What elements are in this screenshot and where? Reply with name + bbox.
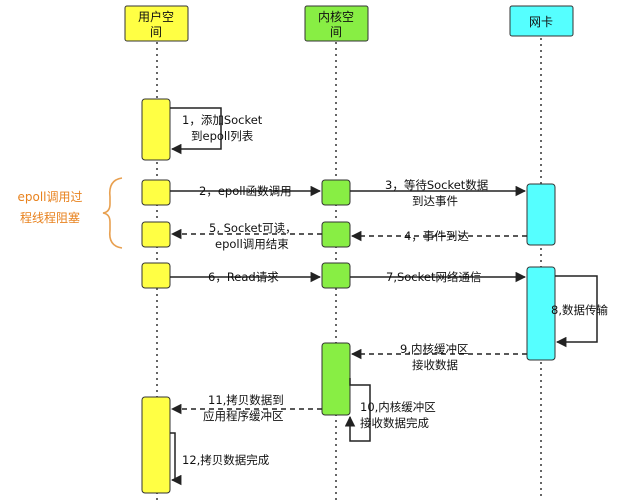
- kernel-lane-title-line2: 间: [330, 25, 342, 39]
- label-3-line1: 3，等待Socket数据: [385, 178, 489, 192]
- label-10-line2: 接收数据完成: [360, 416, 429, 430]
- label-7: 7,Socket网络通信: [386, 270, 481, 284]
- svg-text:3，等待Socket数据到达事件: 3，等待Socket数据到达事件: [385, 178, 489, 208]
- nic-lane-header: [509, 5, 574, 37]
- user-lane-title-line2: 间: [150, 25, 162, 39]
- kernel-activation-2: [321, 221, 351, 248]
- nic-activation-1: [526, 183, 556, 246]
- kernel-activation-3: [321, 262, 351, 289]
- label-1-line1: 1，添加Socket: [182, 113, 263, 127]
- svg-text:10,内核缓冲区接收数据完成: 10,内核缓冲区接收数据完成: [360, 400, 436, 430]
- user-activation-2: [141, 179, 171, 206]
- user-lane-header: [124, 5, 189, 42]
- kernel-lane-title-line1: 内核空: [318, 10, 354, 24]
- user-lane-title-line1: 用户空: [138, 9, 174, 24]
- label-4: 4，事件到达: [404, 229, 469, 243]
- arrow-1-self: [170, 107, 222, 155]
- user-activation-5: [141, 396, 171, 494]
- label-11-line1: 11,拷贝数据到: [208, 393, 284, 407]
- label-10-line1: 10,内核缓冲区: [360, 400, 436, 414]
- svg-text:epoll调用过程线程阻塞: epoll调用过程线程阻塞: [17, 190, 82, 225]
- svg-text:9,内核缓冲区接收数据: 9,内核缓冲区接收数据: [400, 342, 468, 372]
- label-5-line1: 5, Socket可读，: [209, 221, 297, 235]
- kernel-lane-header: [304, 5, 369, 42]
- label-2: 2，epoll函数调用: [199, 184, 292, 198]
- nic-lane-title: 网卡: [529, 15, 553, 29]
- side-note-line2: 程线程阻塞: [20, 210, 80, 225]
- label-11-line2: 应用程序缓冲区: [203, 409, 284, 423]
- nic-activation-2: [526, 266, 556, 361]
- svg-text:5, Socket可读，epoll调用结束: 5, Socket可读， epoll调用结束: [209, 221, 297, 251]
- svg-text:用户空间: 用户空间: [138, 9, 174, 39]
- side-note-line1: epoll调用过: [17, 190, 82, 204]
- label-3-line2: 到达事件: [412, 194, 458, 208]
- label-5-line2: epoll调用结束: [215, 237, 289, 251]
- svg-text:11,拷贝数据到应用程序缓冲区: 11,拷贝数据到应用程序缓冲区: [203, 393, 284, 423]
- label-1-line2: 到epoll列表: [191, 129, 254, 143]
- arrow-10-self: [344, 378, 371, 442]
- svg-text:网卡: 网卡: [529, 15, 553, 29]
- label-6: 6，Read请求: [208, 270, 279, 284]
- svg-text:内核空间: 内核空间: [318, 10, 354, 39]
- arrow-12-self: [170, 432, 182, 486]
- kernel-activation-1: [321, 179, 351, 206]
- label-9-line2: 接收数据: [412, 358, 458, 372]
- kernel-activation-4: [321, 342, 351, 416]
- user-activation-3: [141, 221, 171, 248]
- label-9-line1: 9,内核缓冲区: [400, 342, 468, 356]
- label-8: 8,数据传输: [551, 303, 608, 317]
- user-activation-1: [141, 98, 171, 161]
- user-activation-4: [141, 262, 171, 289]
- label-12: 12,拷贝数据完成: [182, 453, 270, 467]
- arrow-8-self: [555, 275, 598, 348]
- blocking-brace: [102, 177, 123, 249]
